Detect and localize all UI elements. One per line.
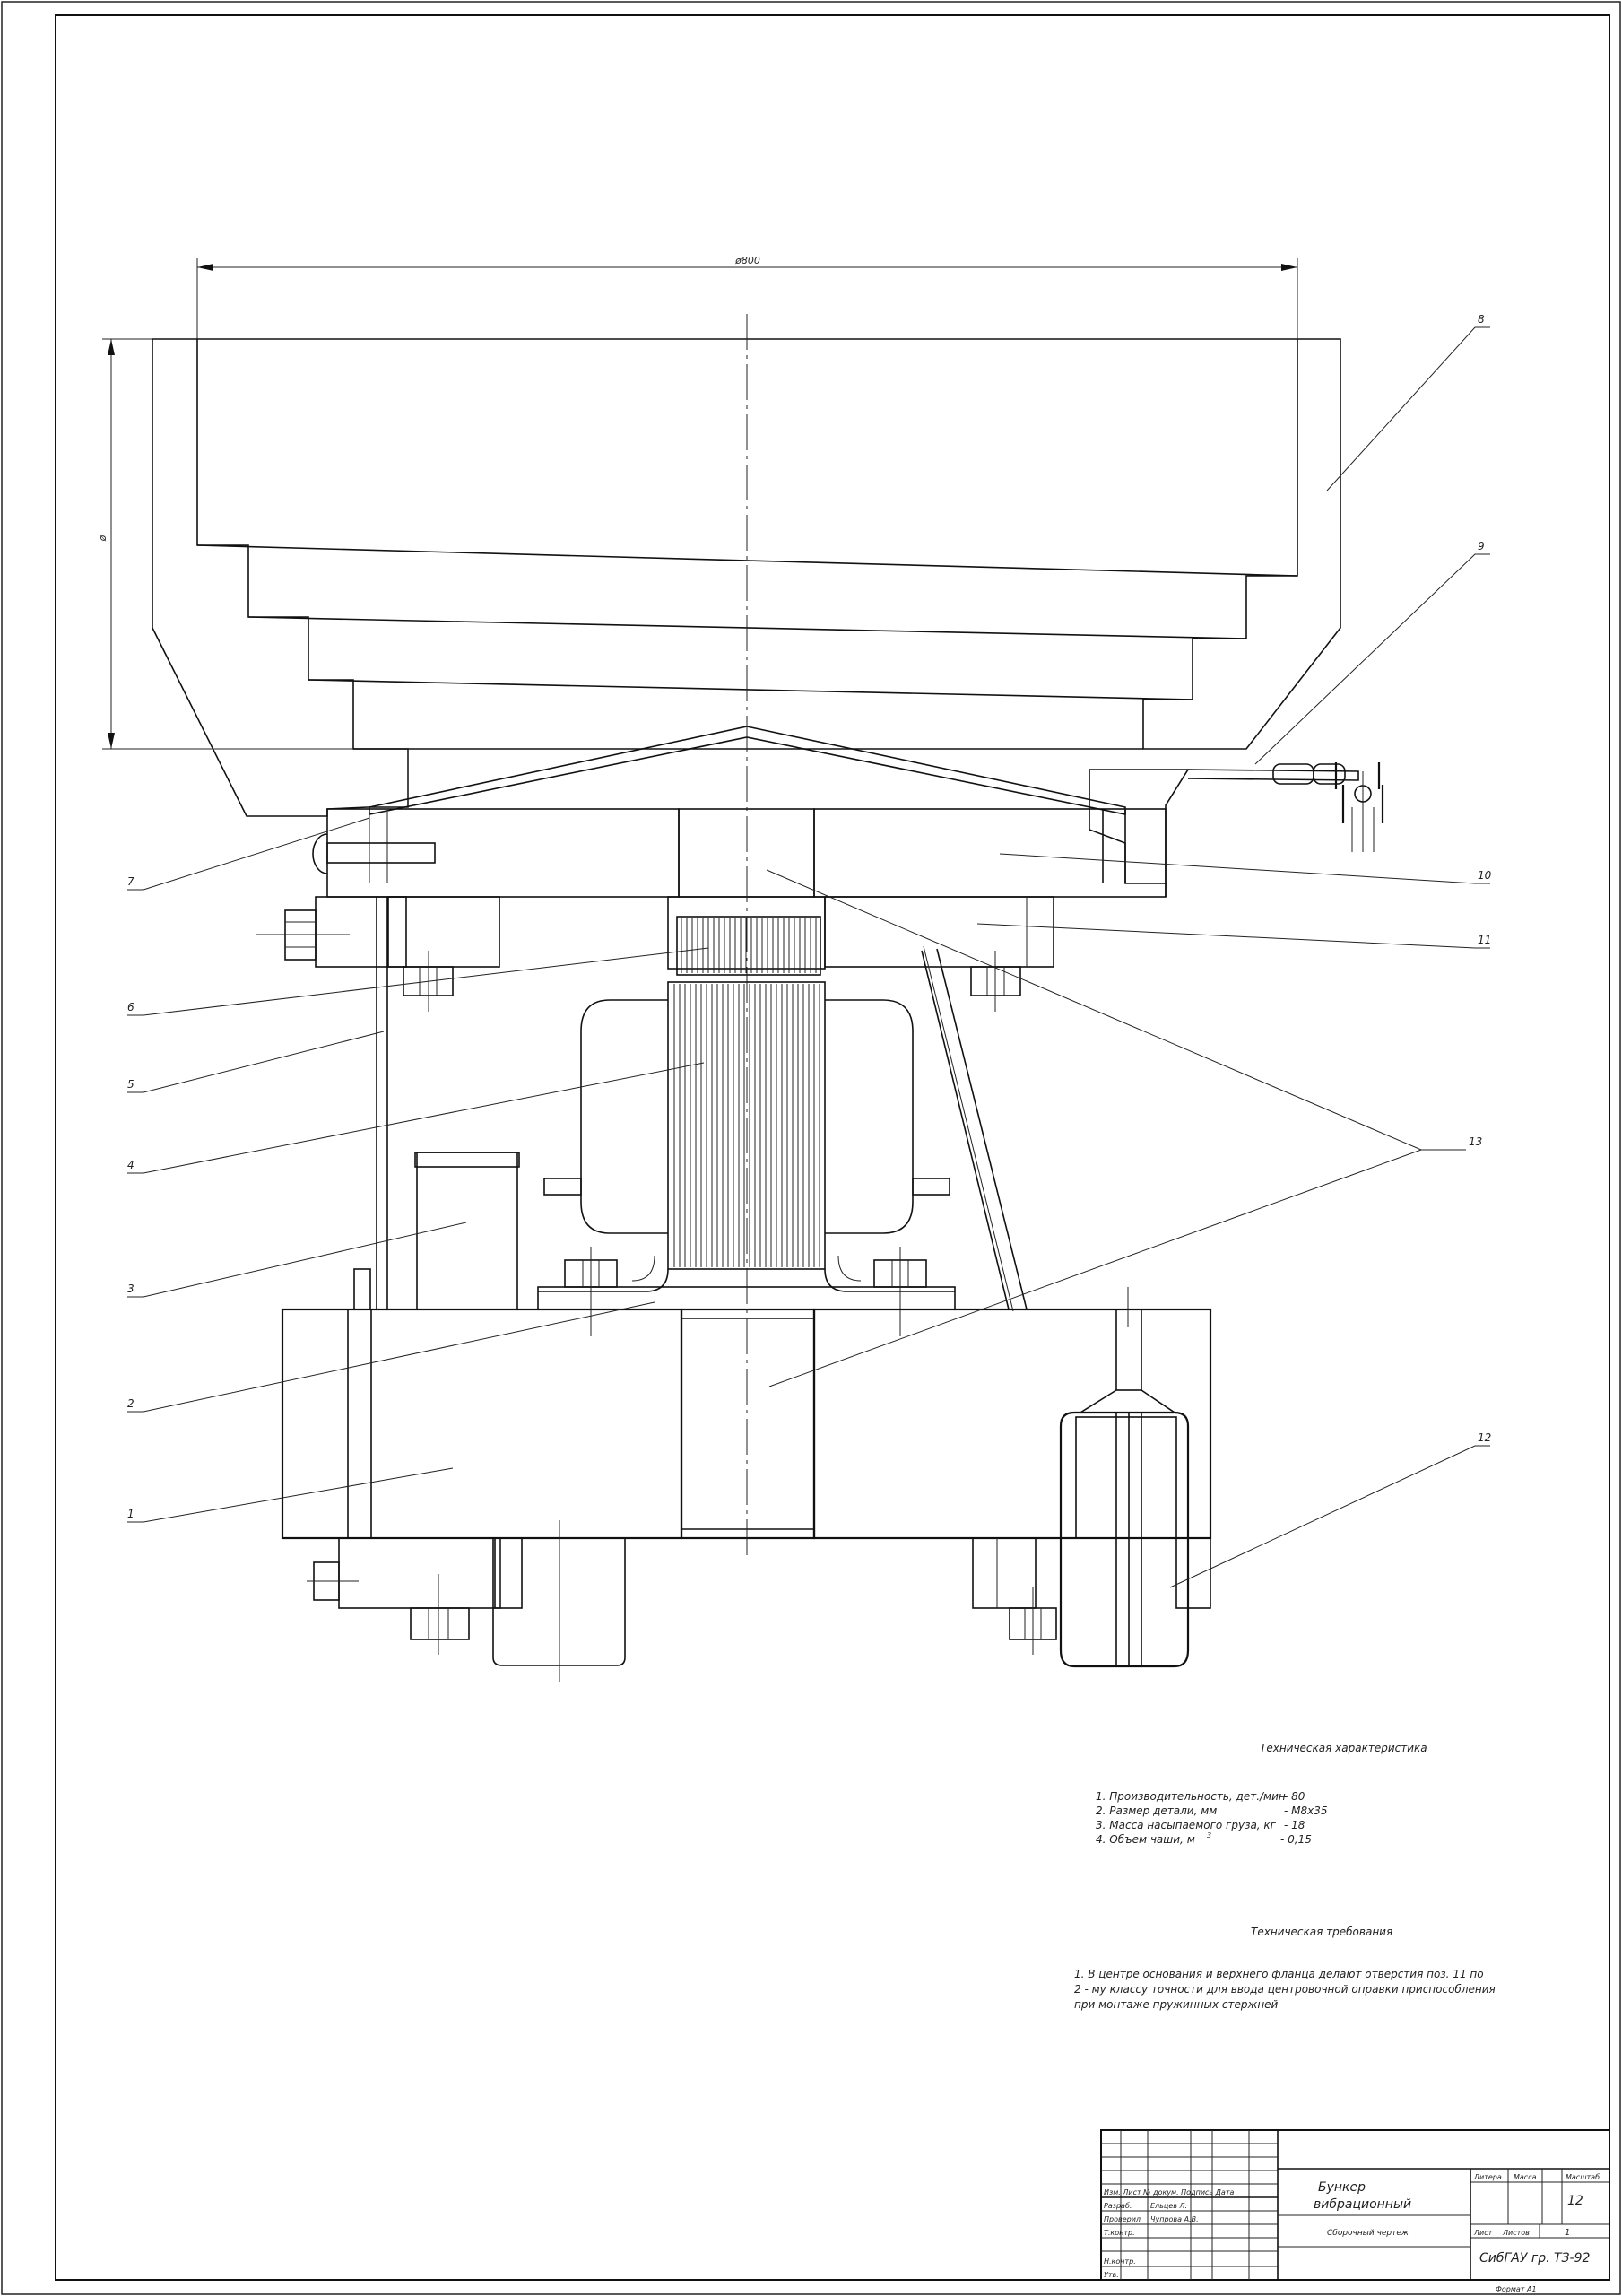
tb-sheets: 1 <box>1565 2228 1570 2238</box>
callout-9: 9 <box>1478 540 1485 552</box>
technical-requirements: Техническая требования 1. В центре основ… <box>1074 1926 1496 2011</box>
callout-4: 4 <box>127 1159 134 1171</box>
tb-organization: СибГАУ гр. ТЗ-92 <box>1479 2251 1590 2266</box>
tb-sheets-label: Листов <box>1502 2229 1530 2237</box>
tb-role-5: Утв. <box>1104 2271 1119 2279</box>
callout-10: 10 <box>1478 869 1492 882</box>
spec-value-1: - 80 <box>1284 1790 1305 1803</box>
tb-doc-type: Сборочный чертеж <box>1327 2229 1409 2238</box>
leader-lines <box>127 326 1490 1588</box>
tb-row-header: Изм. Лист № докум. Подпись Дата <box>1104 2188 1234 2196</box>
callout-12: 12 <box>1478 1431 1491 1444</box>
tb-role-2: Проверил <box>1104 2215 1141 2223</box>
callout-8: 8 <box>1478 313 1485 326</box>
axes-and-dimensions <box>102 258 1298 1561</box>
lower-flange <box>256 896 1054 1012</box>
callout-3: 3 <box>127 1283 134 1295</box>
tb-name-1: Ельцев Л. <box>1150 2202 1187 2210</box>
feet <box>307 1411 1211 1682</box>
bowl-right-lower <box>1089 769 1190 884</box>
tb-role-3: Т.контр. <box>1104 2229 1135 2237</box>
tb-product-name-2: вибрационный <box>1314 2197 1411 2212</box>
callout-numbers: 8 9 10 11 13 12 7 6 5 4 3 2 1 <box>127 313 1492 1520</box>
callout-2: 2 <box>127 1397 134 1410</box>
spec-value-3: - 18 <box>1284 1819 1305 1831</box>
callout-11: 11 <box>1478 934 1491 946</box>
tb-col-letter: Литера <box>1473 2173 1502 2181</box>
tb-product-name-1: Бункер <box>1318 2180 1366 2195</box>
callout-13: 13 <box>1469 1135 1482 1148</box>
requirement-line-3: при монтаже пружинных стержней <box>1074 1998 1279 2011</box>
callout-1: 1 <box>127 1508 134 1520</box>
tb-col-scale: Масштаб <box>1566 2173 1600 2181</box>
tb-sheet-label: Лист <box>1473 2229 1493 2237</box>
spec-value-4: - 0,15 <box>1280 1833 1312 1846</box>
bowl-left-wall <box>152 338 409 817</box>
base <box>281 1287 1212 1540</box>
callout-6: 6 <box>127 1001 134 1013</box>
top-flange <box>312 808 1167 898</box>
callout-7: 7 <box>127 875 134 888</box>
specs-title: Техническая характеристика <box>1260 1742 1427 1754</box>
tb-role-4: Н.контр. <box>1104 2257 1136 2266</box>
spec-label-4: 4. Объем чаши, м <box>1096 1833 1195 1846</box>
dim-diameter: ø800 <box>734 255 760 266</box>
tb-name-2: Чупрова А.В. <box>1150 2215 1199 2223</box>
tb-col-mass: Масса <box>1514 2173 1537 2181</box>
inner-frame <box>55 14 1610 2281</box>
spec-label-1: 1. Производительность, дет./мин <box>1096 1790 1286 1803</box>
requirement-line-2: 2 - му классу точности для ввода центров… <box>1074 1983 1496 1996</box>
bowl-right-wall <box>1142 338 1341 750</box>
dim-height: ø <box>97 535 108 542</box>
spec-sup-4: 3 <box>1207 1831 1211 1839</box>
requirements-title: Техническая требования <box>1251 1926 1392 1938</box>
spec-label-3: 3. Масса насыпаемого груза, кг <box>1096 1819 1277 1831</box>
callout-5: 5 <box>127 1078 134 1091</box>
tb-role-1: Разраб. <box>1104 2202 1132 2210</box>
technical-specs: Техническая характеристика 1. Производит… <box>1096 1742 1427 1846</box>
spec-label-2: 2. Размер детали, мм <box>1096 1805 1217 1817</box>
spring-stack <box>537 896 1028 1336</box>
requirement-line-1: 1. В центре основания и верхнего фланца … <box>1074 1968 1484 1980</box>
title-block <box>1100 2129 1610 2281</box>
tb-scale: 12 <box>1567 2194 1583 2208</box>
spec-value-2: - М8х35 <box>1284 1805 1328 1817</box>
tb-format: Формат А1 <box>1496 2285 1537 2293</box>
chute <box>1187 762 1384 852</box>
